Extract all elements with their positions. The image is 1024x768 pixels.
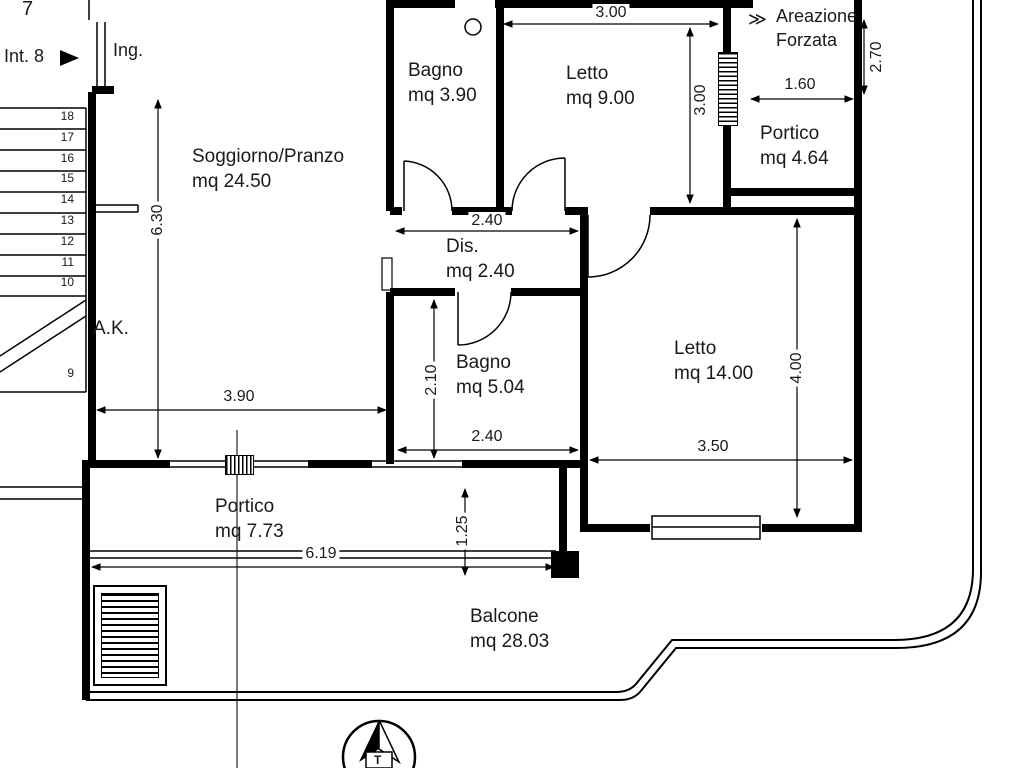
room-name: Soggiorno/Pranzo	[192, 146, 345, 167]
room-label-soggiorno: Soggiorno/Pranzo mq 24.50	[192, 144, 344, 194]
entrance-label: Ing.	[113, 40, 144, 60]
room-name: Bagno	[408, 60, 463, 81]
room-label-portico-bottom: Portico mq 7.73	[215, 494, 284, 544]
room-area: mq 24.50	[192, 171, 272, 193]
stair-treads	[0, 107, 86, 297]
room-area: mq 7.73	[215, 521, 284, 543]
room-name: Letto	[566, 63, 609, 84]
room-label-disimpegno: Dis. mq 2.40	[446, 234, 515, 284]
room-area: mq 4.64	[760, 148, 829, 170]
doors	[403, 157, 651, 346]
door-letto-top-arc	[511, 157, 566, 212]
dim-label-portico-right-height: 2.70	[868, 38, 886, 76]
dim-label-soggiorno-width: 3.90	[220, 388, 258, 406]
dim-label-letto-top-width: 3.00	[592, 4, 630, 22]
room-name: Balcone	[470, 606, 539, 627]
balcony-grate-hatch	[101, 593, 159, 678]
room-area: mq 2.40	[446, 261, 515, 283]
room-label-portico-right: Portico mq 4.64	[760, 121, 829, 171]
room-label-letto-top: Letto mq 9.00	[566, 61, 635, 111]
stair-step-number: 11	[61, 255, 74, 269]
stair-step-number: 10	[60, 275, 74, 289]
stair-step-number: 16	[60, 151, 74, 165]
door-bagno-mid-arc	[457, 291, 512, 346]
balcony-railing	[86, 0, 982, 701]
room-area: mq 5.04	[456, 377, 525, 399]
room-area: mq 28.03	[470, 631, 550, 653]
window-bagno-mid-sill	[372, 460, 462, 468]
stair-step-number: 12	[60, 234, 74, 248]
room-label-balcone: Balcone mq 28.03	[470, 604, 549, 654]
dim-label-balcone-depth: 1.25	[454, 512, 472, 550]
dim-label-portico-bottom-width: 6.19	[302, 545, 340, 563]
room-label-letto-right: Letto mq 14.00	[674, 336, 753, 386]
pillar-block	[551, 551, 579, 578]
dim-label-portico-right-width: 1.60	[781, 76, 819, 94]
ventilation-line1: Areazione	[776, 6, 858, 26]
dim-label-letto-right-width: 3.50	[694, 438, 732, 456]
stair-step-number-lower: 9	[67, 366, 74, 380]
ventilation-label: Areazione Forzata	[776, 4, 857, 53]
stair-step-number: 17	[60, 130, 74, 144]
railing-inner-line	[86, 0, 974, 693]
room-name: Bagno	[456, 352, 511, 373]
room-name: Portico	[760, 123, 820, 144]
compass-icon	[341, 719, 417, 768]
room-name: Portico	[215, 496, 275, 517]
landing-edges	[0, 486, 84, 500]
stair-step-number: 14	[60, 192, 74, 206]
ak-unit	[96, 204, 139, 213]
stair-step-number: 15	[60, 171, 74, 185]
room-label-bagno-mid: Bagno mq 5.04	[456, 350, 525, 400]
ak-label: A.K.	[93, 318, 129, 339]
dim-label-bagno-mid-height: 2.10	[423, 361, 441, 399]
ventilation-line2: Forzata	[776, 30, 838, 51]
door-bagno-top-arc	[403, 160, 453, 212]
wall-niche	[381, 257, 393, 291]
stair-break-lines	[0, 299, 87, 373]
balcony-grate	[93, 585, 167, 686]
floor-number: 7	[22, 0, 34, 20]
dim-label-bagno-mid-width: 2.40	[468, 428, 506, 446]
stair-step-number: 13	[60, 213, 74, 227]
room-label-bagno-top: Bagno mq 3.90	[408, 58, 477, 108]
dim-label-letto-top-height: 3.00	[692, 81, 710, 119]
room-area: mq 14.00	[674, 363, 754, 385]
dim-label-disimpegno-width: 2.40	[468, 212, 506, 230]
window-mullion-post	[225, 455, 254, 475]
door-letto-right-arc	[587, 214, 651, 278]
room-area: mq 3.90	[408, 85, 477, 107]
stair-step-number: 18	[60, 109, 74, 123]
compass-letter: T	[374, 753, 382, 767]
room-name: Dis.	[446, 236, 479, 257]
staircase	[0, 0, 139, 500]
railing-outer-line	[86, 0, 982, 701]
dim-label-soggiorno-height: 6.30	[149, 201, 167, 239]
room-area: mq 9.00	[566, 88, 635, 110]
unit-label: Int. 8	[4, 46, 45, 66]
forced-air-icon: ≫	[748, 9, 767, 29]
dimension-lines	[91, 19, 868, 576]
room-name: Letto	[674, 338, 717, 359]
dim-label-letto-right-height: 4.00	[788, 349, 806, 387]
entrance-jamb	[88, 0, 106, 90]
portico-right-window-hatch	[718, 52, 738, 126]
entrance-arrow-icon	[60, 50, 79, 66]
vent-circle	[464, 18, 482, 36]
